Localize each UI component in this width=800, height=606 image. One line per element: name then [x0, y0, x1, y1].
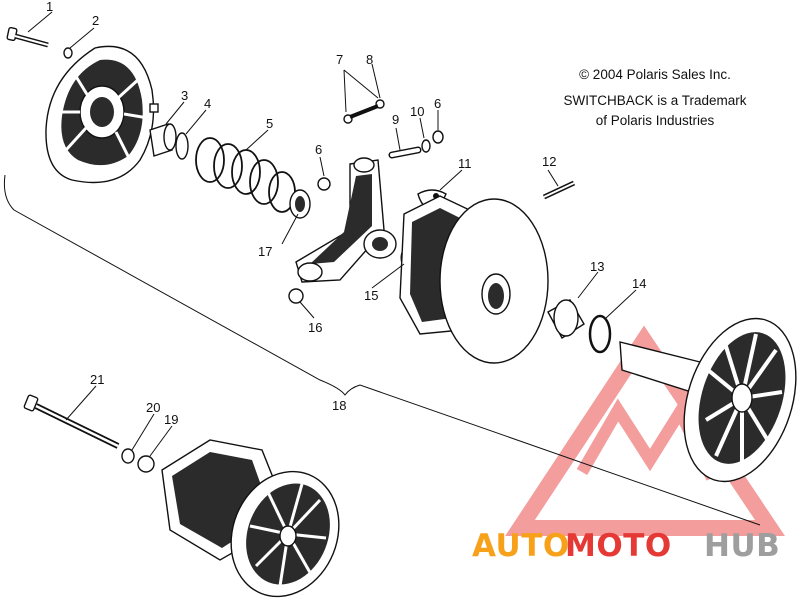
callout-6-upper: 6: [434, 96, 441, 111]
part-21-bolt: [23, 394, 120, 449]
cover-plate: [45, 45, 159, 184]
watermark-text: AUTO MOTO HUB: [472, 528, 780, 564]
part-19-nut: [137, 455, 155, 473]
callout-11: 11: [458, 156, 472, 171]
callout-3: 3: [181, 88, 188, 103]
part-16-nut: [288, 288, 304, 304]
part-12-bolt: [542, 180, 576, 200]
callout-21: 21: [90, 372, 104, 387]
part-10-washer: [421, 139, 431, 153]
callout-12: 12: [542, 154, 556, 169]
callout-19: 19: [164, 412, 178, 427]
callout-2: 2: [92, 13, 99, 28]
cam-arm-spider: [295, 99, 397, 283]
callout-1: 1: [46, 0, 53, 14]
callout-20: 20: [146, 400, 160, 415]
part-17-bushing: [289, 189, 311, 219]
callout-17: 17: [258, 244, 272, 259]
part-9-pin: [388, 146, 422, 159]
watermark-moto: MOTO: [565, 528, 672, 564]
part-5-spring: [195, 137, 296, 213]
callout-8: 8: [366, 52, 373, 67]
part-6-bushing-upper: [432, 130, 444, 144]
part-3-bushing: [149, 123, 177, 157]
part-6-bushing: [317, 177, 331, 191]
callout-7: 7: [336, 52, 343, 67]
callout-4: 4: [204, 96, 211, 111]
copyright-notes: © 2004 Polaris Sales Inc. SWITCHBACK is …: [563, 67, 746, 128]
watermark-hub: HUB: [704, 528, 780, 564]
leader-lines: [27, 11, 637, 457]
part-13-bushing: [547, 299, 585, 339]
callout-6-middle: 6: [315, 142, 322, 157]
moveable-sheave: [399, 195, 549, 364]
callout-labels: 1 2 3 4 5 7 8 9 10 6 11 12 6 17 15 16 13…: [46, 0, 646, 427]
part-2-washer: [63, 47, 73, 59]
callout-9: 9: [392, 112, 399, 127]
copyright-text: © 2004 Polaris Sales Inc.: [579, 67, 731, 82]
part-14-ring: [588, 314, 612, 354]
part-20-washer: [121, 448, 135, 464]
trademark-line-2: of Polaris Industries: [596, 113, 715, 128]
assembled-clutch: [161, 439, 340, 598]
watermark-auto: AUTO: [472, 528, 570, 564]
part-4-ring: [175, 132, 189, 160]
part-1-bolt: [6, 26, 49, 48]
callout-14: 14: [632, 276, 646, 291]
callout-18: 18: [332, 398, 346, 413]
fixed-sheave: [619, 317, 797, 483]
callout-15: 15: [364, 288, 378, 303]
callout-16: 16: [308, 320, 322, 335]
callout-10: 10: [410, 104, 424, 119]
trademark-line-1: SWITCHBACK is a Trademark: [563, 93, 746, 108]
group-bracket: [3, 174, 761, 526]
callout-5: 5: [266, 116, 273, 131]
callout-13: 13: [590, 259, 604, 274]
